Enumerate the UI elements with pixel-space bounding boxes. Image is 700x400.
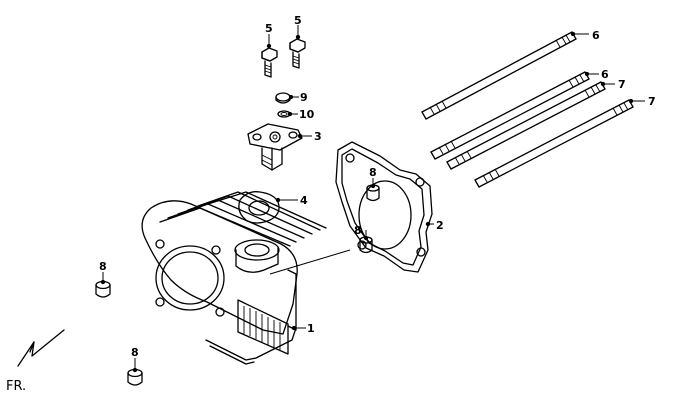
- callout-8-middle: 8: [354, 224, 362, 237]
- stud-bolt-7-lower: [474, 99, 634, 188]
- callout-6-upper: 6: [592, 29, 600, 42]
- dowel-pin-bottom: [127, 368, 143, 386]
- stud-bolt-6-lower: [430, 71, 590, 160]
- front-arrow-icon: [17, 329, 65, 367]
- dowel-pin-left: [95, 280, 111, 298]
- cylinder-block: [141, 191, 327, 365]
- callout-3: 3: [314, 130, 322, 143]
- callout-8-gasket: 8: [369, 166, 377, 179]
- callout-1: 1: [307, 322, 315, 335]
- bolt-right: [289, 38, 306, 69]
- callout-5-right: 5: [294, 14, 302, 27]
- callout-9: 9: [300, 91, 308, 104]
- callout-2: 2: [436, 219, 444, 232]
- callout-7-upper: 7: [618, 78, 626, 91]
- callout-6-lower: 6: [601, 68, 609, 81]
- callout-4: 4: [300, 194, 308, 207]
- callout-7-lower: 7: [648, 95, 656, 108]
- intake-gasket: [238, 191, 280, 224]
- small-screw: [275, 92, 291, 104]
- callout-8-left: 8: [99, 260, 107, 273]
- o-ring: [277, 110, 291, 118]
- callout-8-bottom: 8: [131, 346, 139, 359]
- cylinder-gasket: [335, 141, 433, 273]
- callout-5-left: 5: [265, 22, 273, 35]
- dowel-pin-upper: [366, 184, 380, 202]
- callout-10: 10: [299, 108, 315, 121]
- bolt-left: [261, 47, 278, 78]
- stud-bolt-6-upper: [421, 31, 577, 120]
- tensioner: [247, 123, 303, 171]
- front-label: FR.: [6, 379, 26, 394]
